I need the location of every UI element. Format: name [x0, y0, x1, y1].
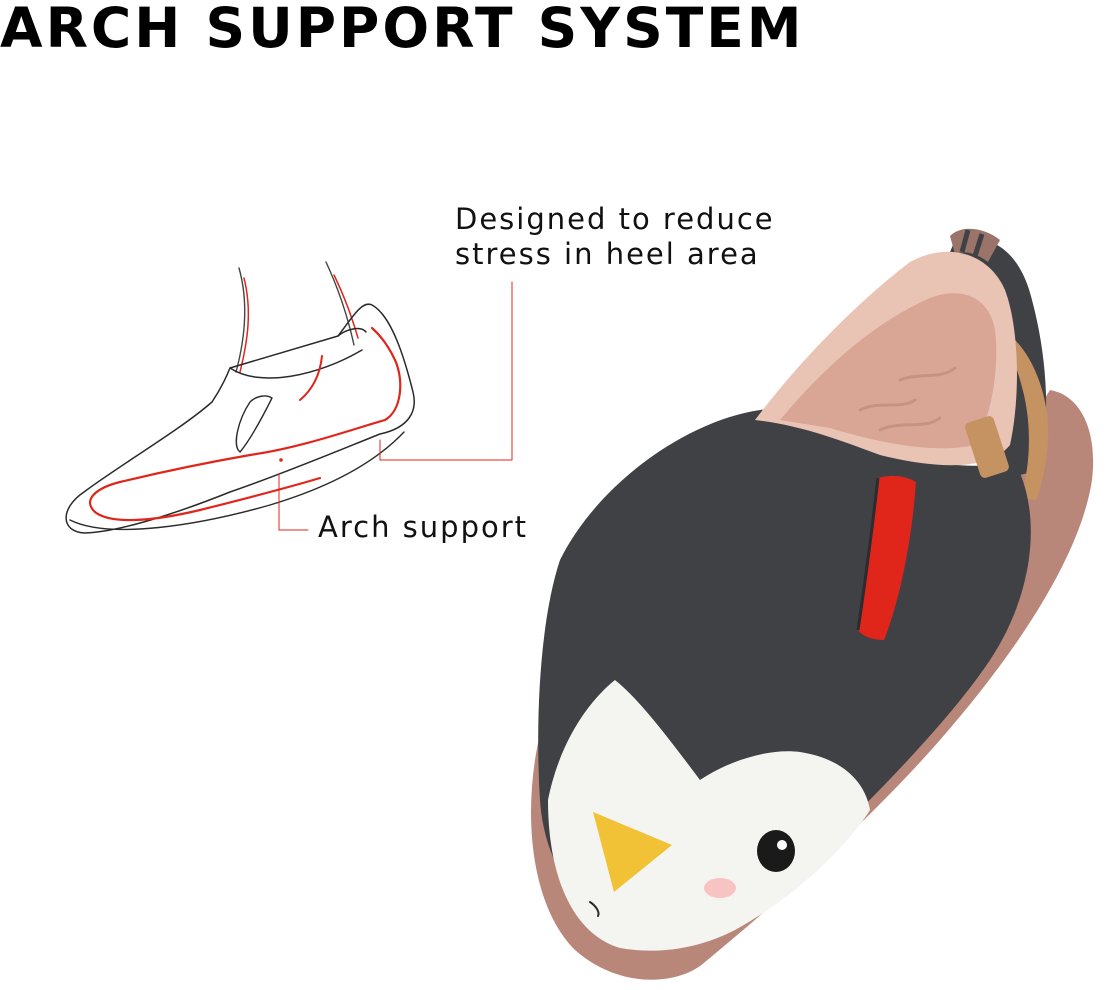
heel-callout: Designed to reduce stress in heel area [455, 202, 775, 272]
insole-red-toe [93, 476, 322, 522]
heel-pull-tab [950, 228, 1000, 262]
penguin-face [548, 680, 870, 951]
insole-red-contour [88, 326, 402, 514]
penguin-blush [704, 878, 736, 898]
shoe-insole [780, 293, 997, 449]
arch-marker-dot [279, 458, 283, 462]
red-elastic-gore [858, 475, 916, 640]
penguin-shoe [531, 228, 1094, 980]
leg-outline-back [325, 261, 355, 346]
shoe-diagram [65, 261, 513, 534]
penguin-eye-highlight [777, 840, 787, 850]
shoe-collar [229, 327, 367, 379]
pull-tab-stripe [959, 229, 985, 257]
side-leather-patch [965, 416, 1009, 478]
penguin-eye [757, 830, 795, 872]
shoe-sole-line [69, 431, 405, 531]
heel-callout-line-2: stress in heel area [455, 237, 760, 271]
page-title: ARCH SUPPORT SYSTEM [0, 0, 805, 60]
heel-tan-strip [1005, 340, 1049, 500]
upper-red-curve [299, 355, 323, 401]
arch-leader-line [278, 473, 309, 531]
gore-seam [856, 477, 880, 631]
penguin-beak [593, 812, 672, 892]
shoe-outline [65, 303, 415, 534]
leg-outline-front [235, 267, 246, 373]
arch-callout: Arch support [318, 510, 529, 544]
insole-texture [858, 366, 957, 432]
heel-callout-line-1: Designed to reduce [455, 202, 775, 236]
leg-red-front [239, 277, 250, 373]
leg-red-back [333, 274, 359, 339]
heel-leader-line [379, 281, 513, 461]
penguin-mouth [589, 901, 600, 917]
shoe-gore [235, 395, 273, 453]
